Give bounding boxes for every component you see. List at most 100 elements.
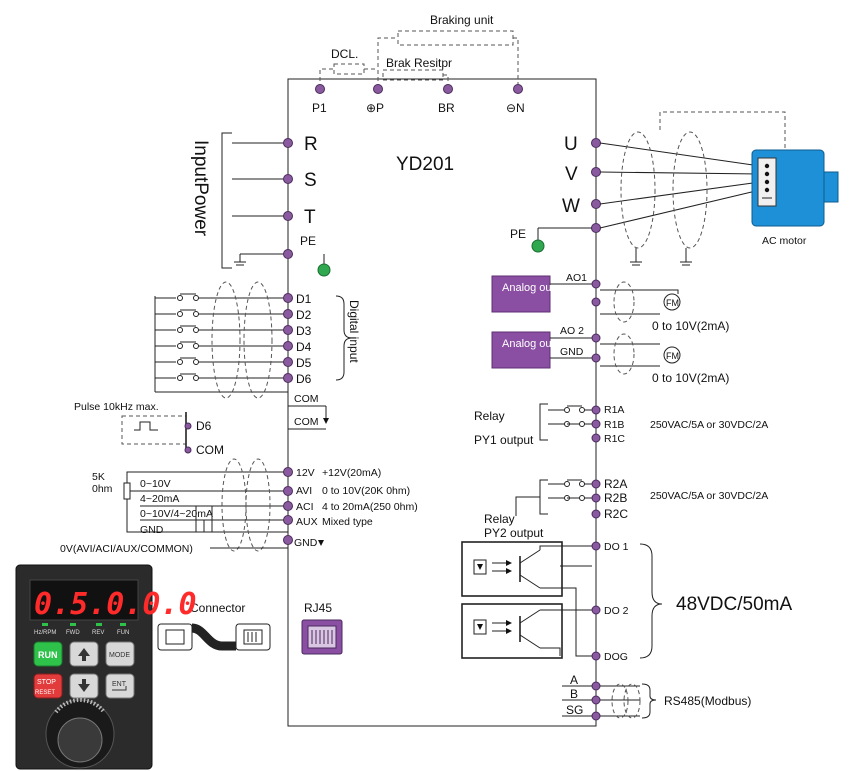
terminal-aci xyxy=(283,501,293,511)
connector-label: Connector xyxy=(190,601,245,615)
label-d5: D5 xyxy=(296,356,312,370)
braking-unit-label: Braking unit xyxy=(430,13,494,27)
down-button[interactable] xyxy=(69,673,99,699)
enter-button[interactable]: ENT xyxy=(105,673,135,699)
inverter-body xyxy=(287,78,597,727)
label-d2: D2 xyxy=(296,308,312,322)
r2c-label: R2C xyxy=(604,507,628,521)
run-button[interactable]: RUN xyxy=(33,641,63,667)
mode-label: MODE xyxy=(109,652,130,659)
relay1-label-1: Relay xyxy=(474,409,505,423)
rs485-b: B xyxy=(570,687,578,701)
label-com-2: COM xyxy=(294,416,319,428)
label-com-1: COM xyxy=(294,393,319,405)
run-label: RUN xyxy=(38,650,58,660)
ground-icon xyxy=(317,263,331,277)
fm-label-1: FM xyxy=(666,298,679,308)
pot-label-1: 5K xyxy=(92,471,105,483)
r2b-label: R2B xyxy=(604,491,627,505)
arrow-down-icon xyxy=(78,679,90,692)
ao1-label: AO1 xyxy=(566,272,587,284)
label-br: BR xyxy=(438,101,455,115)
digital-input-switches xyxy=(155,293,288,393)
terminal-pe-out xyxy=(591,223,601,233)
terminal-a xyxy=(591,681,601,691)
ain-aux: AUX xyxy=(296,516,318,528)
rj45-port-icon xyxy=(301,619,343,655)
reset-label: RESET xyxy=(35,690,55,696)
terminal-u xyxy=(591,138,601,148)
relay2-label-2: PY2 output xyxy=(484,526,544,540)
relay1-label-2: PY1 output xyxy=(474,433,534,447)
terminal-d1 xyxy=(283,293,293,303)
terminal-do2 xyxy=(591,605,601,615)
fm-label-2: FM xyxy=(666,351,679,361)
ain-left-3: GND xyxy=(140,524,164,536)
terminal-dog xyxy=(591,651,601,661)
led-rev: REV xyxy=(92,630,104,636)
label-pe-in: PE xyxy=(300,234,316,248)
label-r: R xyxy=(304,134,318,155)
terminal-br xyxy=(443,84,453,94)
terminal-v xyxy=(591,167,601,177)
connector-icon xyxy=(157,623,271,651)
relay2-rating: 250VAC/5A or 30VDC/2A xyxy=(650,490,768,502)
label-d6: D6 xyxy=(296,372,312,386)
terminal-s xyxy=(283,174,293,184)
label-s: S xyxy=(304,170,317,191)
do-optocoupler-1 xyxy=(461,541,563,597)
label-u: U xyxy=(564,134,578,155)
terminal-gnd-out xyxy=(591,353,601,363)
label-v: V xyxy=(565,164,578,185)
terminal-r1c xyxy=(591,433,601,443)
pulse-com: COM xyxy=(196,443,224,457)
rj45-label: RJ45 xyxy=(304,601,332,615)
fm-meter-icon-1 xyxy=(663,293,681,311)
stop-reset-button[interactable]: STOP RESET xyxy=(33,673,63,699)
label-d3: D3 xyxy=(296,324,312,338)
ain-12v: 12V xyxy=(296,467,315,479)
rs485-sg: SG xyxy=(566,703,583,717)
terminal-r2a xyxy=(591,479,601,489)
ain-12v-desc: +12V(20mA) xyxy=(322,467,381,479)
keypad-panel: 0.5.0.0.0 Hz/RPM FWD REV FUN xyxy=(15,564,197,770)
dcl-label: DCL. xyxy=(331,47,358,61)
mode-button[interactable]: MODE xyxy=(105,641,135,667)
terminal-w xyxy=(591,199,601,209)
led-hz: Hz/RPM xyxy=(34,630,56,636)
terminal-n xyxy=(513,84,523,94)
ao-range-2: 0 to 10V(2mA) xyxy=(652,371,729,385)
r1a-label: R1A xyxy=(604,404,624,416)
ground-icon xyxy=(531,239,545,253)
terminal-d4 xyxy=(283,341,293,351)
rotary-knob[interactable] xyxy=(45,698,115,769)
terminal-sg xyxy=(591,711,601,721)
digital-input-label: Digital input xyxy=(347,300,361,363)
ain-left-2: 0~10V/4~20mA xyxy=(140,508,213,520)
terminal-do1 xyxy=(591,541,601,551)
r2a-label: R2A xyxy=(604,477,627,491)
dcl-box xyxy=(333,63,365,75)
do1-label: DO 1 xyxy=(604,541,629,553)
analog-output-box-2 xyxy=(491,331,551,369)
terminal-ao2 xyxy=(591,333,601,343)
fm-meter-icon-2 xyxy=(663,346,681,364)
analog-output-box-1 xyxy=(491,275,551,313)
ac-motor-icon xyxy=(751,149,839,227)
label-d1: D1 xyxy=(296,292,312,306)
enter-icon xyxy=(112,686,127,691)
up-button[interactable] xyxy=(69,641,99,667)
terminal-r1a xyxy=(591,405,601,415)
input-power-bracket xyxy=(221,132,232,269)
analog-output-1-line: Analog output xyxy=(502,282,570,294)
terminal-b xyxy=(591,695,601,705)
arrow-up-icon xyxy=(78,648,90,661)
ain-common-label: 0V(AVI/ACI/AUX/COMMON) xyxy=(60,543,193,555)
brake-resistor-label: Brak Resitpr xyxy=(386,56,452,70)
ain-aci-desc: 4 to 20mA(250 0hm) xyxy=(322,501,418,513)
pulse-d6: D6 xyxy=(196,419,212,433)
keypad-display: 0.5.0.0.0 xyxy=(34,587,197,622)
analog-output-2-line: Analog output xyxy=(502,338,570,350)
rs485-label: RS485(Modbus) xyxy=(664,694,751,708)
terminal-avi xyxy=(283,486,293,496)
